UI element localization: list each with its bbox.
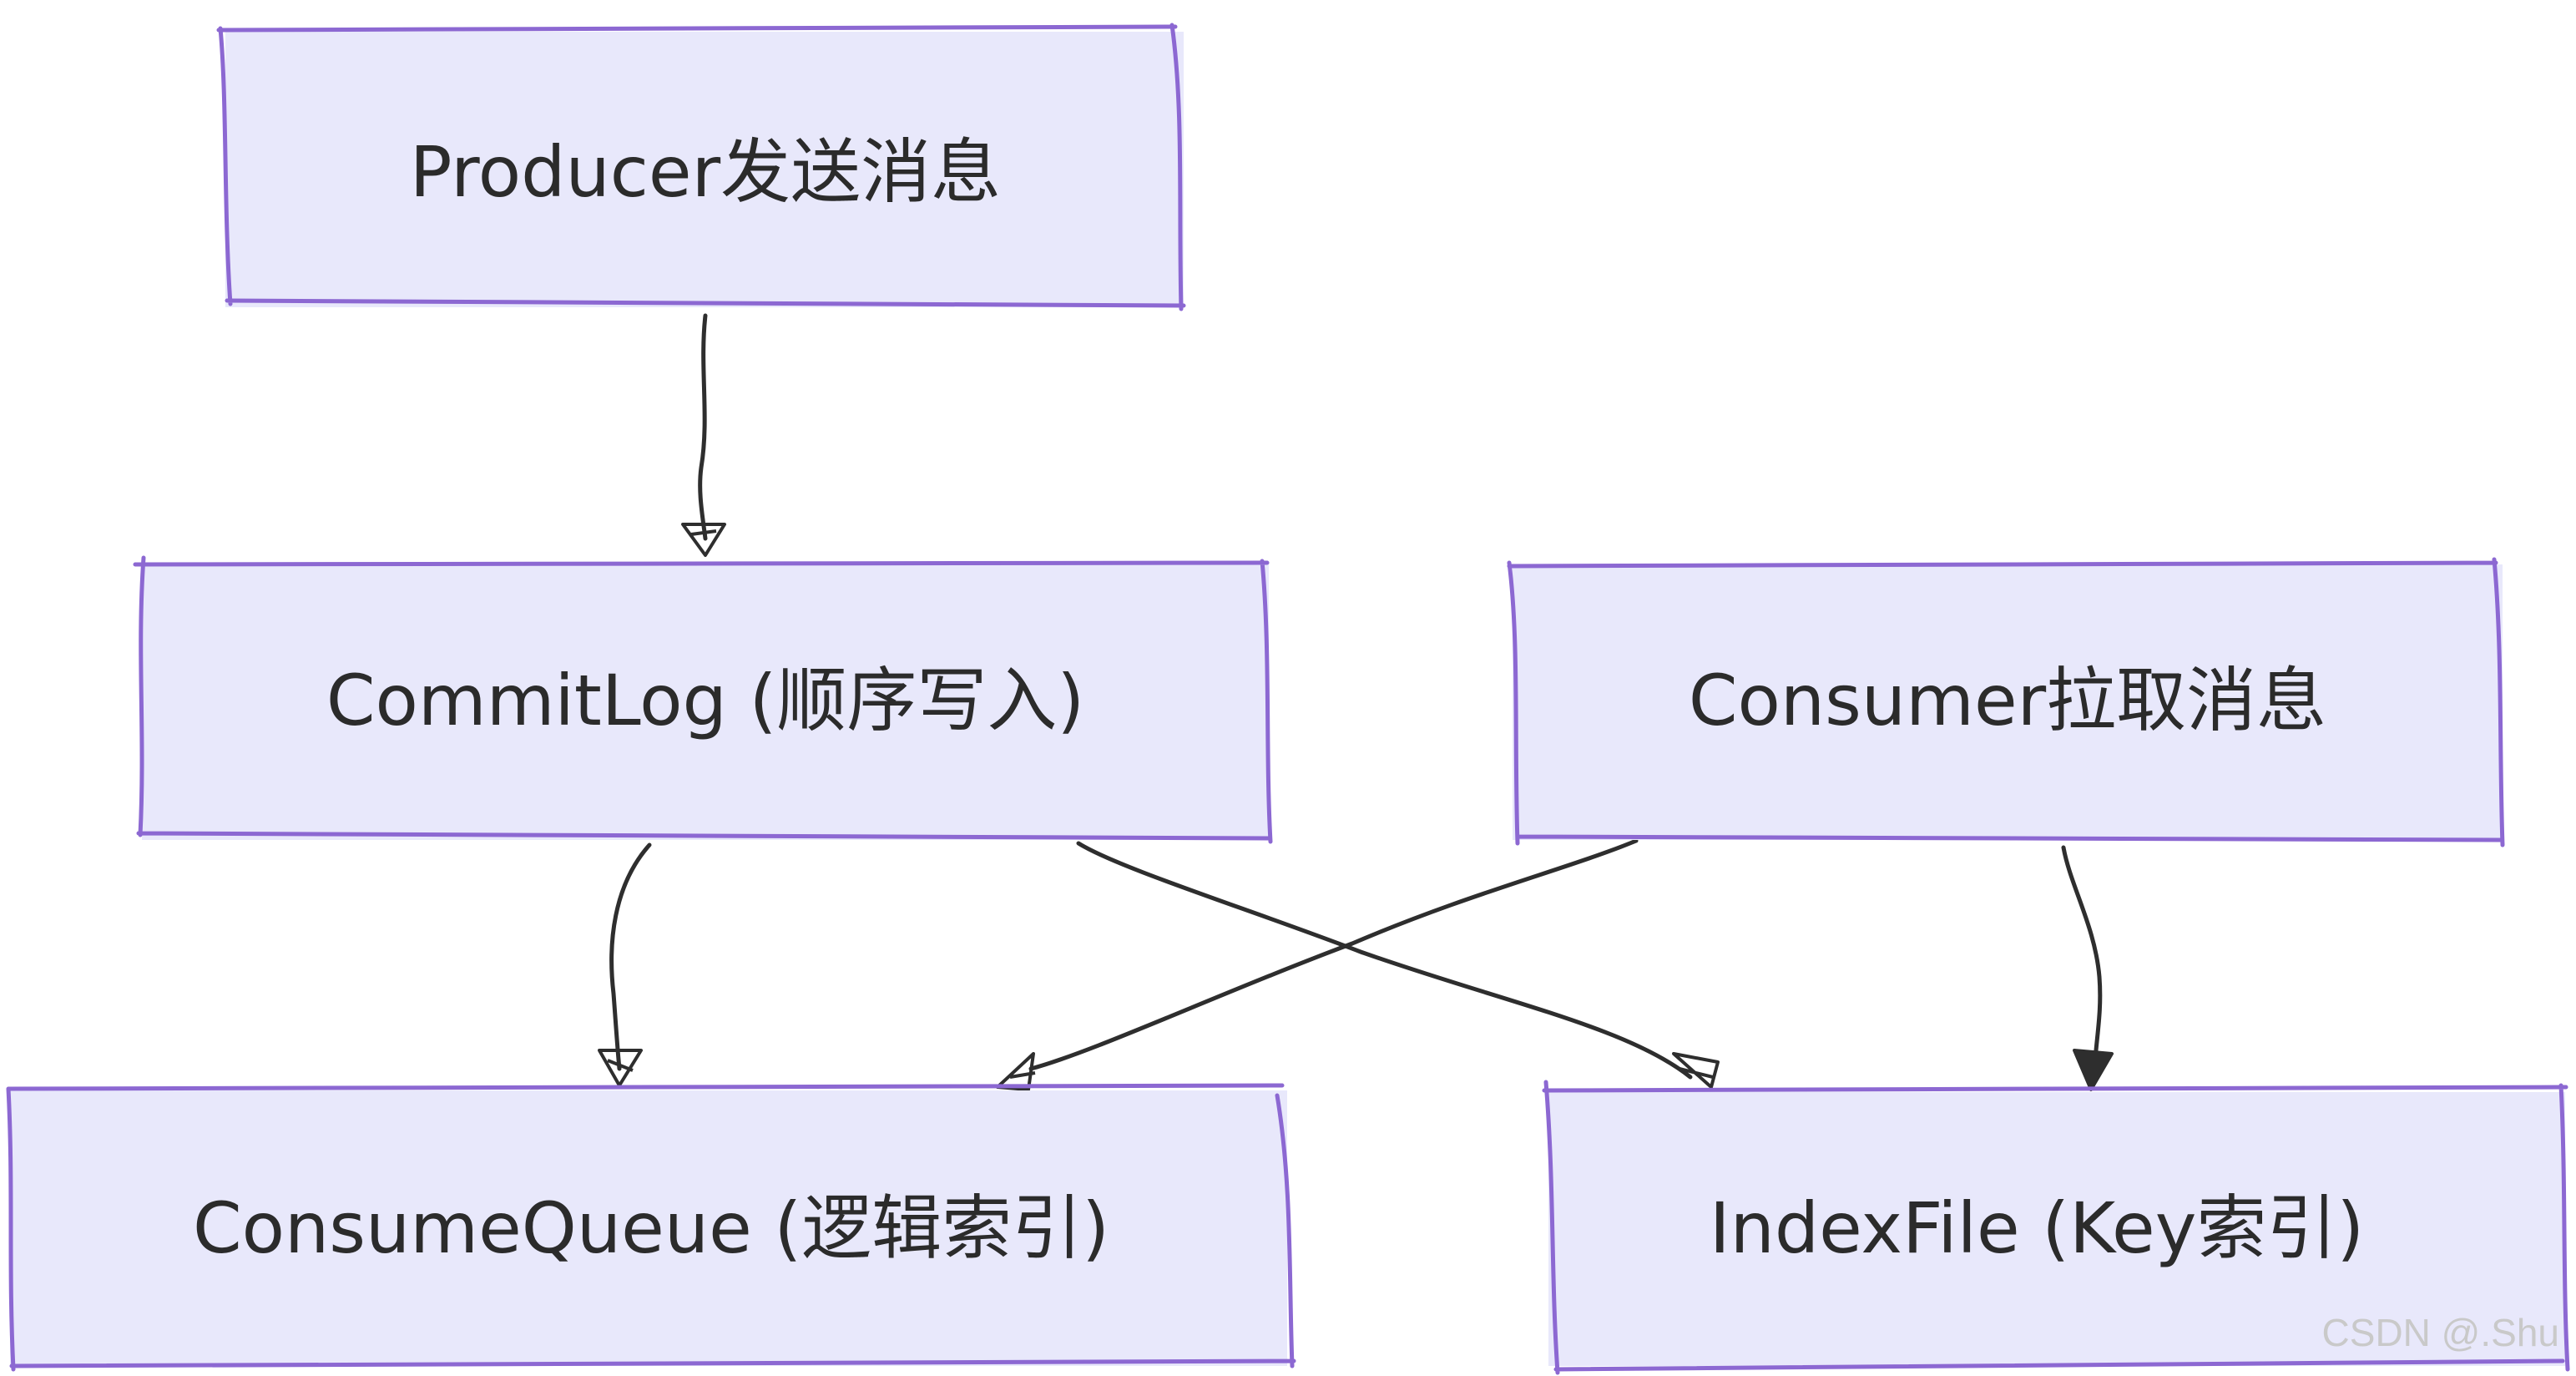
node-commitlog-label: CommitLog (顺序写入): [326, 660, 1084, 741]
node-producer-label: Producer发送消息: [410, 131, 1001, 213]
node-consumequeue-label: ConsumeQueue (逻辑索引): [193, 1187, 1109, 1269]
edge-commitlog-indexfile: [1076, 841, 1720, 1089]
watermark-text: CSDN @.Shu: [2322, 1311, 2559, 1354]
node-producer: Producer发送消息: [216, 23, 1186, 311]
edge-consumer-indexfile: [2061, 845, 2114, 1091]
node-indexfile-fill: [1548, 1092, 2565, 1366]
node-consumer-label: Consumer拉取消息: [1689, 660, 2326, 741]
edge-producer-commitlog: [681, 313, 726, 557]
edge-consumer-consumequeue: [996, 838, 1639, 1091]
node-consumer: Consumer拉取消息: [1507, 557, 2505, 847]
node-producer-fill: [225, 32, 1184, 307]
nodes: Producer发送消息 CommitLog (顺序写入) Consumer拉取…: [6, 23, 2570, 1375]
node-commitlog: CommitLog (顺序写入): [133, 555, 1273, 844]
edges: [598, 313, 2114, 1091]
node-commitlog-fill: [142, 564, 1269, 840]
node-consumer-fill: [1513, 564, 2503, 840]
node-indexfile: IndexFile (Key索引): [1542, 1080, 2570, 1375]
edge-commitlog-consumequeue: [598, 842, 652, 1087]
node-indexfile-label: IndexFile (Key索引): [1710, 1187, 2364, 1269]
node-consumequeue-fill: [10, 1090, 1287, 1366]
node-consumequeue: ConsumeQueue (逻辑索引): [6, 1083, 1296, 1372]
